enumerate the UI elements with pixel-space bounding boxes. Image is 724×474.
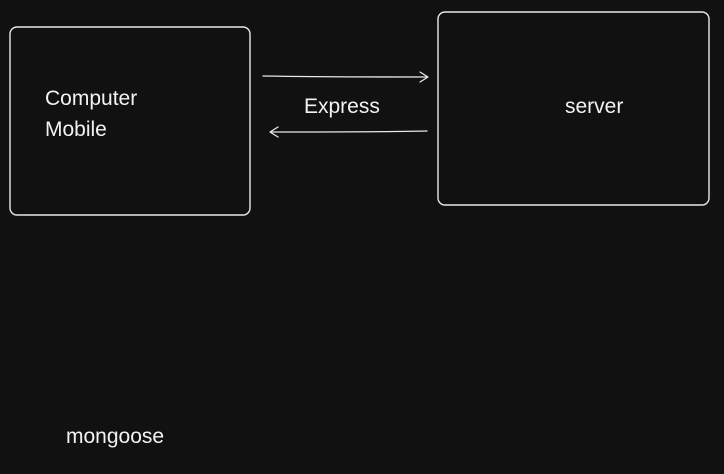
request-arrow-line bbox=[262, 75, 428, 78]
client-label-line-2: Mobile bbox=[45, 118, 107, 141]
response-arrow bbox=[269, 126, 428, 138]
server-box bbox=[437, 11, 710, 206]
response-arrow-line bbox=[270, 130, 428, 133]
client-label-line-1: Computer bbox=[45, 87, 138, 110]
client-box bbox=[9, 26, 251, 216]
server-label: server bbox=[565, 95, 624, 118]
mongoose-label: mongoose bbox=[66, 425, 165, 448]
express-edge-label: Express bbox=[304, 95, 380, 118]
response-arrow-head bbox=[269, 126, 279, 138]
request-arrow bbox=[262, 71, 429, 83]
request-arrow-head bbox=[419, 71, 429, 83]
